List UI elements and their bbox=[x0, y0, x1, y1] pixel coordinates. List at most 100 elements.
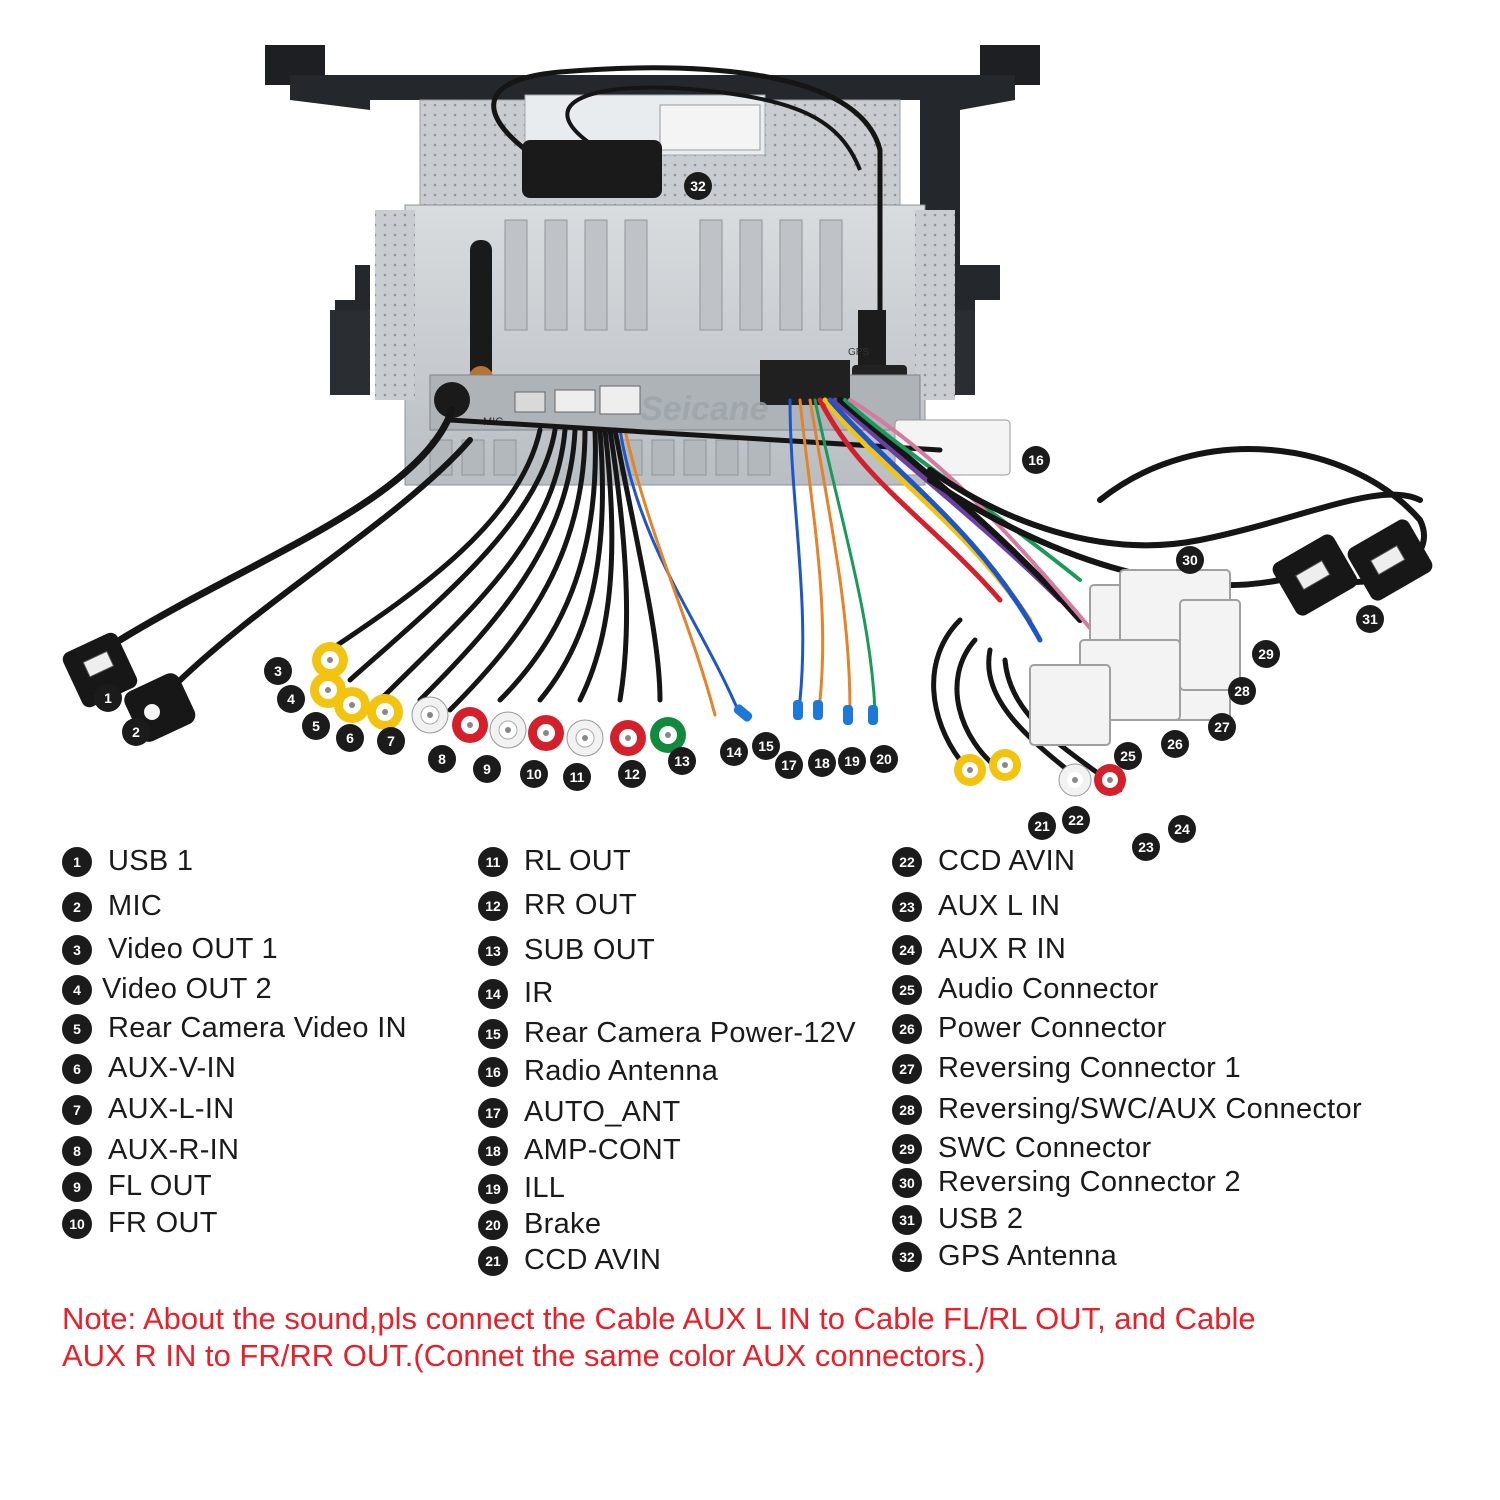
marker-28: 28 bbox=[1228, 677, 1256, 705]
left-harness bbox=[116, 406, 943, 717]
legend-number: 14 bbox=[478, 978, 508, 1009]
sound-connection-note: Note: About the sound,pls connect the Ca… bbox=[62, 1300, 1442, 1374]
legend-item: 5 Rear Camera Video IN bbox=[62, 1012, 407, 1045]
legend-number: 15 bbox=[478, 1018, 508, 1049]
legend-number: 7 bbox=[62, 1094, 92, 1125]
legend-item: 19 ILL bbox=[478, 1172, 565, 1205]
marker-29: 29 bbox=[1252, 640, 1280, 668]
legend-label: RR OUT bbox=[524, 889, 637, 921]
right-harness bbox=[788, 397, 1427, 793]
legend-label: Audio Connector bbox=[938, 973, 1159, 1005]
legend-label: AUX-V-IN bbox=[108, 1052, 237, 1084]
marker-32: 32 bbox=[684, 172, 712, 200]
marker-17: 17 bbox=[775, 751, 803, 779]
legend-number: 17 bbox=[478, 1097, 508, 1128]
marker-30: 30 bbox=[1176, 546, 1204, 574]
legend-label: AMP-CONT bbox=[524, 1134, 682, 1166]
wifi-antenna bbox=[470, 240, 492, 380]
legend-label: AUTO_ANT bbox=[524, 1096, 681, 1128]
legend-label: Radio Antenna bbox=[524, 1055, 719, 1087]
legend-item: 4 Video OUT 2 bbox=[62, 973, 272, 1006]
legend-number: 31 bbox=[892, 1204, 922, 1235]
legend-label: Reversing Connector 2 bbox=[938, 1166, 1241, 1198]
marker-3: 3 bbox=[264, 657, 292, 685]
legend-number: 26 bbox=[892, 1013, 922, 1044]
legend-label: CCD AVIN bbox=[524, 1244, 662, 1276]
marker-2: 2 bbox=[122, 718, 150, 746]
legend-number: 24 bbox=[892, 934, 922, 965]
legend-label: Rear Camera Power-12V bbox=[524, 1017, 856, 1049]
legend-item: 16 Radio Antenna bbox=[478, 1055, 718, 1088]
legend-number: 19 bbox=[478, 1173, 508, 1204]
marker-1: 1 bbox=[94, 684, 122, 712]
legend-label: ILL bbox=[524, 1172, 566, 1204]
marker-12: 12 bbox=[618, 760, 646, 788]
legend-item: 15 Rear Camera Power-12V bbox=[478, 1017, 856, 1050]
legend-item: 13 SUB OUT bbox=[478, 934, 655, 967]
legend-item: 20 Brake bbox=[478, 1208, 601, 1241]
legend-number: 22 bbox=[892, 846, 922, 877]
marker-16: 16 bbox=[1022, 446, 1050, 474]
marker-24: 24 bbox=[1168, 815, 1196, 843]
legend-number: 1 bbox=[62, 846, 92, 877]
legend-number: 29 bbox=[892, 1133, 922, 1164]
legend-label: FL OUT bbox=[108, 1170, 212, 1202]
heatsink-fins bbox=[504, 219, 843, 331]
legend-label: AUX-R-IN bbox=[108, 1134, 240, 1166]
legend-number: 4 bbox=[62, 974, 92, 1005]
legend-number: 5 bbox=[62, 1013, 92, 1044]
marker-13: 13 bbox=[668, 747, 696, 775]
marker-14: 14 bbox=[720, 738, 748, 766]
legend-item: 17 AUTO_ANT bbox=[478, 1096, 681, 1129]
legend-number: 13 bbox=[478, 935, 508, 966]
white-connectors bbox=[1029, 569, 1241, 746]
legend-label: Reversing Connector 1 bbox=[938, 1052, 1241, 1084]
marker-4: 4 bbox=[277, 685, 305, 713]
legend-label: Reversing/SWC/AUX Connector bbox=[938, 1093, 1362, 1125]
head-unit-wiring-photo: Seicane MIC GPS bbox=[62, 45, 1433, 797]
marker-6: 6 bbox=[336, 724, 364, 752]
legend-label: IR bbox=[524, 977, 554, 1009]
legend-label: USB 2 bbox=[938, 1203, 1024, 1235]
legend-number: 11 bbox=[478, 846, 508, 877]
legend-number: 16 bbox=[478, 1056, 508, 1087]
marker-10: 10 bbox=[520, 760, 548, 788]
legend-item: 14 IR bbox=[478, 977, 554, 1010]
marker-15: 15 bbox=[752, 732, 780, 760]
legend-number: 8 bbox=[62, 1135, 92, 1166]
legend-label: SWC Connector bbox=[938, 1132, 1152, 1164]
legend-number: 28 bbox=[892, 1094, 922, 1125]
rca-plugs-left bbox=[310, 642, 686, 757]
legend-label: Brake bbox=[524, 1208, 602, 1240]
legend-number: 21 bbox=[478, 1245, 508, 1276]
legend-number: 23 bbox=[892, 891, 922, 922]
marker-7: 7 bbox=[377, 727, 405, 755]
legend-label: Rear Camera Video IN bbox=[108, 1012, 407, 1044]
legend-label: SUB OUT bbox=[524, 934, 655, 966]
legend-item: 18 AMP-CONT bbox=[478, 1134, 681, 1167]
legend-label: MIC bbox=[108, 890, 163, 922]
marker-23: 23 bbox=[1132, 833, 1160, 861]
note-line-1: Note: About the sound,pls connect the Ca… bbox=[62, 1301, 1256, 1336]
legend-item: 28 Reversing/SWC/AUX Connector bbox=[892, 1093, 1362, 1126]
legend-number: 18 bbox=[478, 1135, 508, 1166]
legend-item: 30 Reversing Connector 2 bbox=[892, 1166, 1241, 1199]
legend-number: 30 bbox=[892, 1167, 922, 1198]
legend-number: 3 bbox=[62, 934, 92, 965]
marker-21: 21 bbox=[1028, 812, 1056, 840]
legend-number: 20 bbox=[478, 1209, 508, 1240]
legend-label: Video OUT 2 bbox=[102, 973, 272, 1005]
marker-19: 19 bbox=[838, 747, 866, 775]
legend-number: 32 bbox=[892, 1241, 922, 1272]
